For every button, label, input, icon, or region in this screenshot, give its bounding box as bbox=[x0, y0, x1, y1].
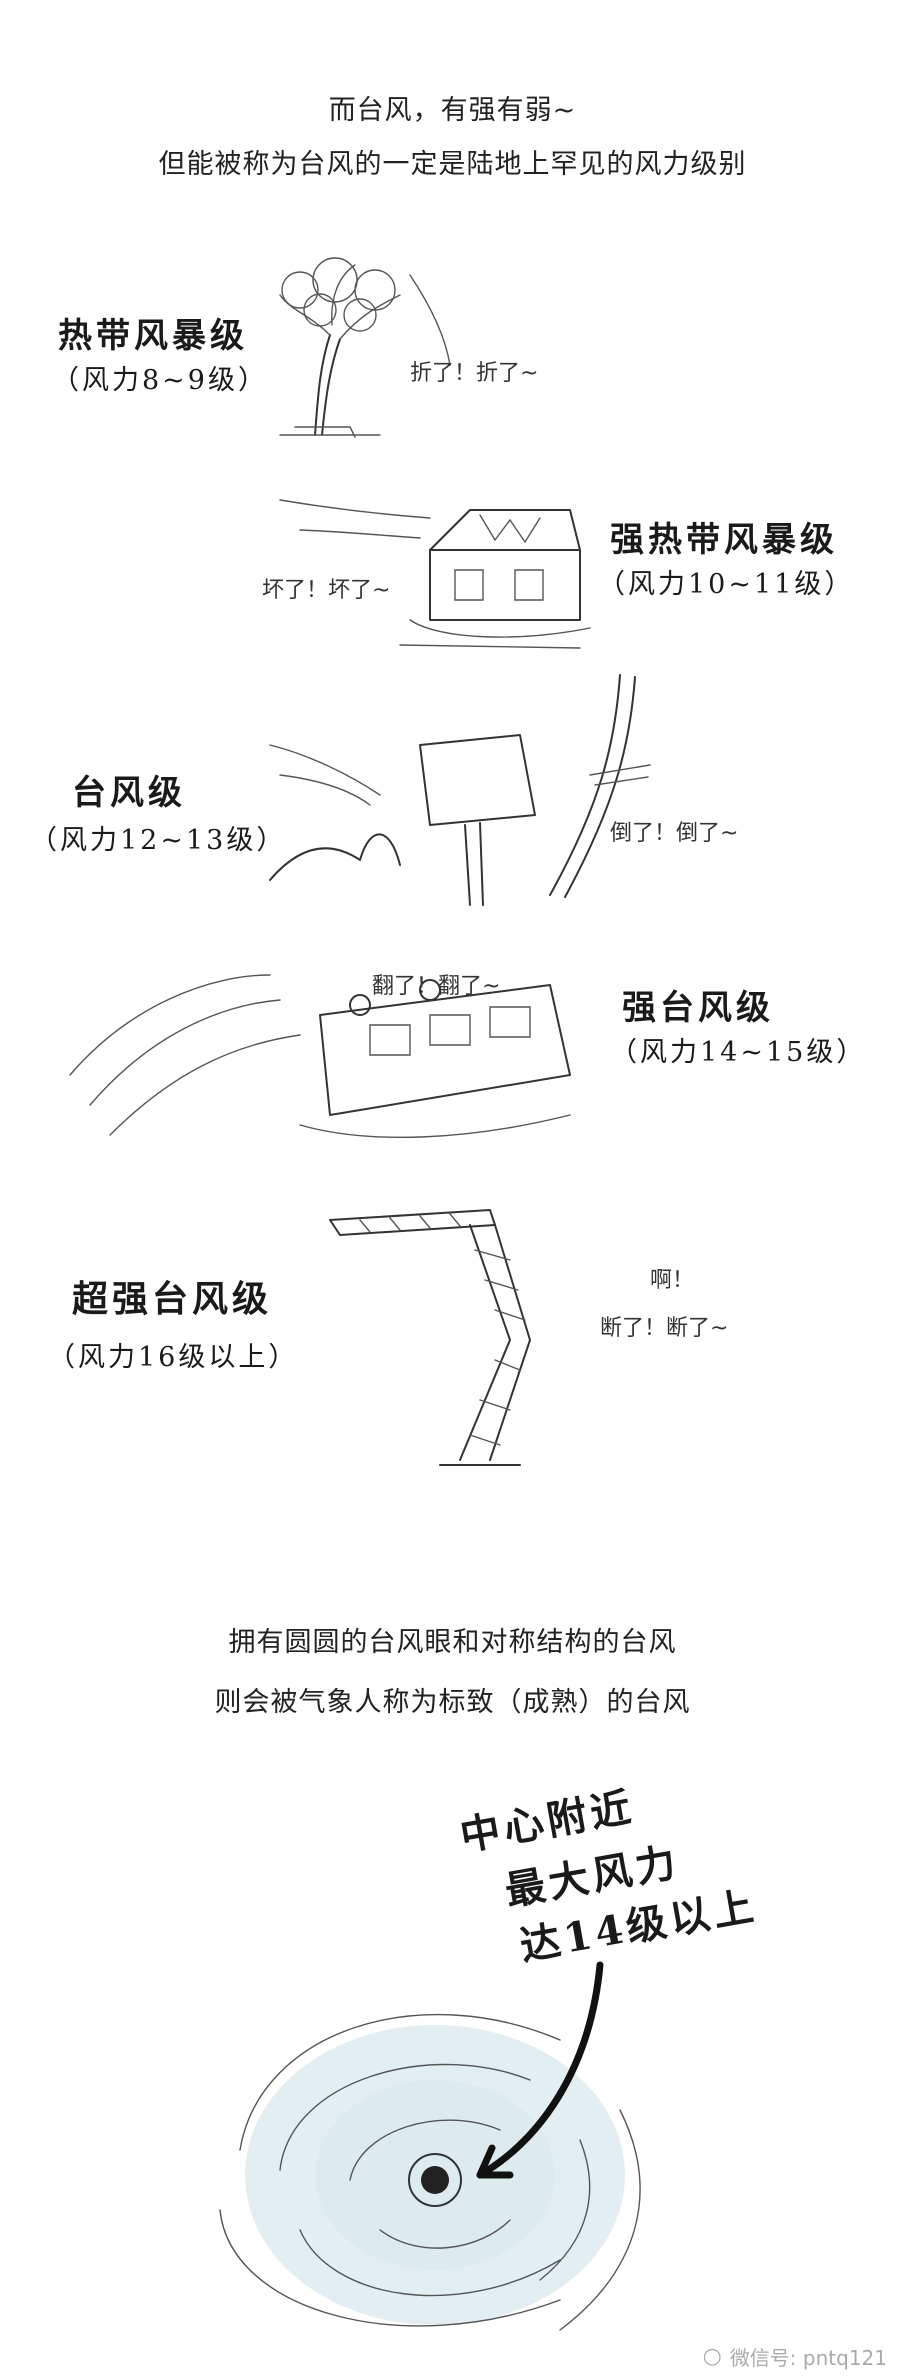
level-3-range: （风力12~13级） bbox=[30, 825, 287, 856]
level-1-name: 热带风暴级 bbox=[58, 316, 248, 356]
level-4-sound: 翻了！翻了~ bbox=[372, 974, 501, 999]
level-1-sound: 折了！折了~ bbox=[410, 361, 539, 386]
level-5-sound-b: 断了！断了~ bbox=[600, 1316, 729, 1341]
fallen-sign-and-pole-illustration bbox=[270, 665, 700, 915]
watermark-text: 微信号: pntq121 bbox=[729, 2346, 887, 2370]
level-1-range: （风力8~9级） bbox=[52, 365, 268, 396]
damaged-house-illustration bbox=[280, 470, 580, 680]
intro-line-1: 而台风，有强有弱~ bbox=[328, 95, 577, 126]
level-5-name: 超强台风级 bbox=[72, 1278, 273, 1320]
wechat-icon: ○ bbox=[702, 2344, 722, 2369]
level-4-range: （风力14~15级） bbox=[610, 1037, 867, 1068]
level-5-range: （风力16级以上） bbox=[48, 1342, 299, 1373]
level-2-range: （风力10~11级） bbox=[598, 569, 855, 600]
intro-line-2: 但能被称为台风的一定是陆地上罕见的风力级别 bbox=[158, 149, 747, 180]
overturned-bus-illustration bbox=[70, 945, 590, 1155]
level-5-sound-a: 啊！ bbox=[650, 1268, 695, 1293]
watermark: ○ 微信号: pntq121 bbox=[703, 2342, 887, 2371]
level-2-sound: 坏了！坏了~ bbox=[262, 578, 391, 603]
bending-tree-illustration bbox=[260, 255, 510, 445]
arrow-icon bbox=[470, 1960, 620, 2190]
broken-crane-illustration bbox=[320, 1190, 580, 1470]
level-3-name: 台风级 bbox=[72, 773, 186, 813]
level-4-name: 强台风级 bbox=[622, 988, 774, 1028]
level-3-sound: 倒了！倒了~ bbox=[610, 821, 739, 846]
structure-line-1: 拥有圆圆的台风眼和对称结构的台风 bbox=[228, 1627, 677, 1658]
structure-line-2: 则会被气象人称为标致（成熟）的台风 bbox=[214, 1687, 691, 1718]
typhoon-eye-illustration bbox=[180, 1930, 700, 2370]
level-2-name: 强热带风暴级 bbox=[610, 520, 838, 560]
